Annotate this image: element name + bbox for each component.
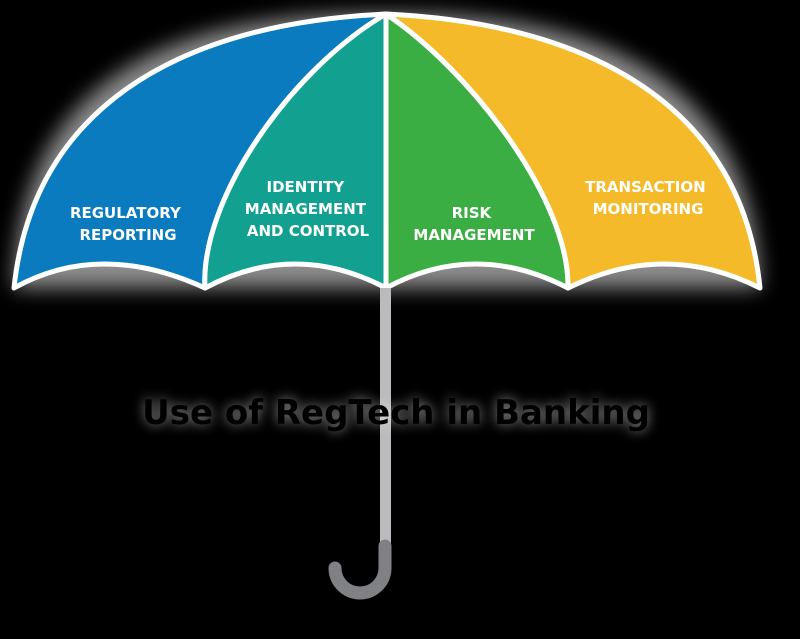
diagram-title: Use of RegTech in Banking xyxy=(142,393,650,433)
segment-identity-management-panel xyxy=(202,11,389,291)
umbrella-shaft xyxy=(380,288,391,548)
diagram-title-glow: Use of RegTech in Banking xyxy=(142,393,650,433)
segment-label-risk-management: RISK MANAGEMENT xyxy=(413,204,535,244)
segment-label-transaction-monitoring: TRANSACTION MONITORING xyxy=(585,178,711,218)
segment-transaction-monitoring-panel xyxy=(383,11,763,291)
umbrella-handle-hook xyxy=(328,539,392,600)
segment-label-identity-management: IDENTITY MANAGEMENT AND CONTROL xyxy=(245,178,371,240)
segment-label-regulatory-reporting: REGULATORY REPORTING xyxy=(70,204,186,244)
